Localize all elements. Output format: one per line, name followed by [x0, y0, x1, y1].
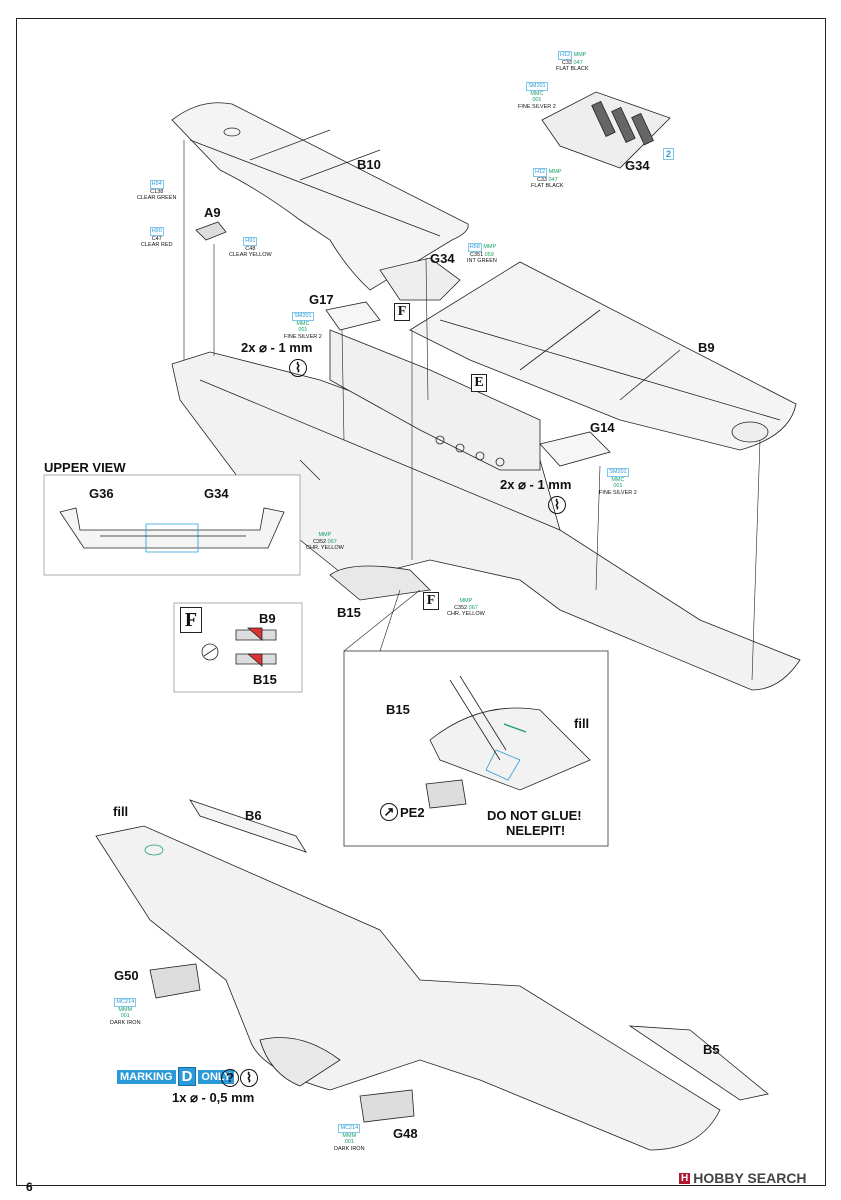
part-g34-gun-drawing	[541, 91, 671, 169]
page-frame	[16, 18, 826, 1186]
marking-badge: MARKING D ONLY	[117, 1067, 234, 1086]
callout-f-2: F	[423, 592, 439, 610]
part-g34-drawing	[379, 257, 461, 301]
label-b10: B10	[357, 157, 381, 172]
wing-b9-drawing	[409, 261, 797, 451]
marking-prefix: MARKING	[117, 1069, 176, 1084]
fuselage-drawing	[329, 329, 541, 471]
label-b5: B5	[703, 1042, 720, 1057]
part-a9-drawing	[195, 221, 227, 241]
lower-wing-drawing	[171, 351, 801, 691]
watermark-logo: H	[679, 1172, 691, 1184]
drill-lower: 1x ⌀ - 0,5 mm	[172, 1090, 255, 1105]
label-callout-2: 2	[663, 148, 675, 160]
label-detail-b15: B15	[386, 702, 410, 717]
callout-f-inset: F	[180, 607, 202, 633]
label-pe2: PE2	[400, 805, 425, 820]
label-g36: G36	[89, 486, 114, 501]
pe-arrow-icon: ↗	[380, 803, 398, 821]
wing-b10-drawing	[171, 102, 469, 291]
lower-wing-bottom-drawing	[95, 799, 769, 1151]
label-g17: G17	[309, 292, 334, 307]
label-a9: A9	[204, 205, 221, 220]
label-g48: G48	[393, 1126, 418, 1141]
label-g34-mid: G34	[430, 251, 455, 266]
help-icon: ?	[221, 1069, 239, 1087]
label-g34-upper: G34	[204, 486, 229, 501]
marking-letter: D	[177, 1067, 197, 1086]
upper-view-box	[43, 474, 301, 576]
drill-icon-lower: ⌇	[240, 1069, 258, 1087]
label-g50: G50	[114, 968, 139, 983]
drill-icon-mid: ⌇	[548, 496, 566, 514]
watermark-text: HOBBY SEARCH	[693, 1170, 807, 1186]
label-inset-b9: B9	[259, 611, 276, 626]
callout-f-1: F	[394, 303, 410, 321]
upper-view-title: UPPER VIEW	[44, 460, 126, 475]
drill-icon-upper: ⌇	[289, 359, 307, 377]
fill-label-detail: fill	[574, 716, 590, 731]
watermark: H HOBBY SEARCH	[679, 1170, 807, 1186]
callout-e: E	[471, 374, 487, 392]
label-g14: G14	[590, 420, 615, 435]
part-g17-drawing	[325, 301, 381, 331]
label-inset-b15: B15	[253, 672, 277, 687]
warning-line1: DO NOT GLUE!	[487, 808, 582, 823]
label-b9: B9	[698, 340, 715, 355]
page-number: 6	[26, 1180, 33, 1194]
warning-line2: NELEPIT!	[506, 823, 566, 838]
fill-label-lower: fill	[113, 804, 129, 819]
label-b6: B6	[245, 808, 262, 823]
part-g14-drawing	[539, 431, 611, 467]
label-b15: B15	[337, 605, 361, 620]
drill-mid: 2x ⌀ - 1 mm	[500, 477, 572, 492]
label-g34-top: G34	[625, 158, 650, 173]
drill-upper: 2x ⌀ - 1 mm	[241, 340, 313, 355]
